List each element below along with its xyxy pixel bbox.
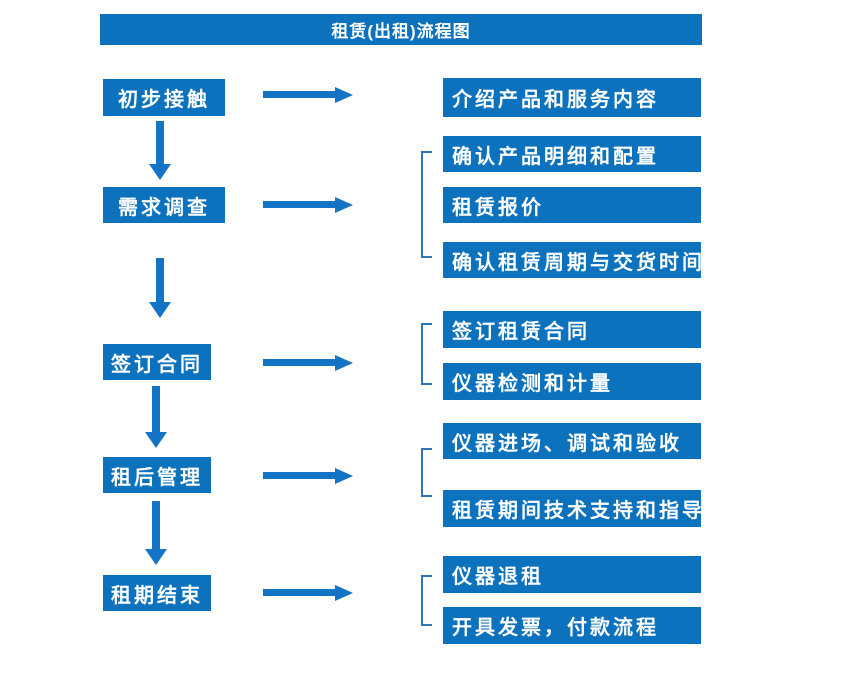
detail-box-rental-quote: 租赁报价 — [443, 187, 701, 223]
down-arrow-2 — [149, 258, 171, 318]
detail-box-sign-rental-contract: 签订租赁合同 — [443, 311, 701, 348]
bracket-demand-survey-group — [421, 151, 432, 258]
right-arrow-4 — [263, 467, 353, 484]
right-arrow-5 — [263, 584, 353, 601]
stage-box-demand-survey: 需求调查 — [103, 187, 225, 223]
detail-box-instrument-return: 仪器退租 — [443, 556, 701, 593]
detail-box-invoice-payment: 开具发票，付款流程 — [443, 607, 701, 644]
detail-box-tech-support: 租赁期间技术支持和指导 — [443, 490, 702, 527]
detail-box-instrument-testing: 仪器检测和计量 — [443, 363, 701, 400]
stage-box-lease-end: 租期结束 — [103, 575, 211, 611]
right-arrow-3 — [263, 354, 353, 371]
down-arrow-3 — [145, 386, 167, 448]
bracket-sign-contract-group — [421, 323, 432, 385]
right-arrow-2 — [263, 196, 353, 213]
bracket-lease-end-group — [421, 575, 432, 626]
detail-box-confirm-period: 确认租赁周期与交货时间 — [443, 242, 702, 278]
flowchart-title: 租赁(出租)流程图 — [100, 14, 702, 45]
down-arrow-1 — [149, 121, 171, 180]
detail-box-confirm-config: 确认产品明细和配置 — [443, 136, 701, 172]
bracket-post-rental-group — [421, 448, 432, 497]
stage-box-post-rental: 租后管理 — [103, 457, 211, 493]
stage-box-sign-contract: 签订合同 — [103, 344, 211, 380]
right-arrow-1 — [263, 86, 353, 103]
detail-box-instrument-setup: 仪器进场、调试和验收 — [443, 423, 701, 459]
detail-box-intro-products: 介绍产品和服务内容 — [443, 78, 701, 117]
down-arrow-4 — [145, 501, 167, 565]
stage-box-initial-contact: 初步接触 — [103, 79, 225, 116]
